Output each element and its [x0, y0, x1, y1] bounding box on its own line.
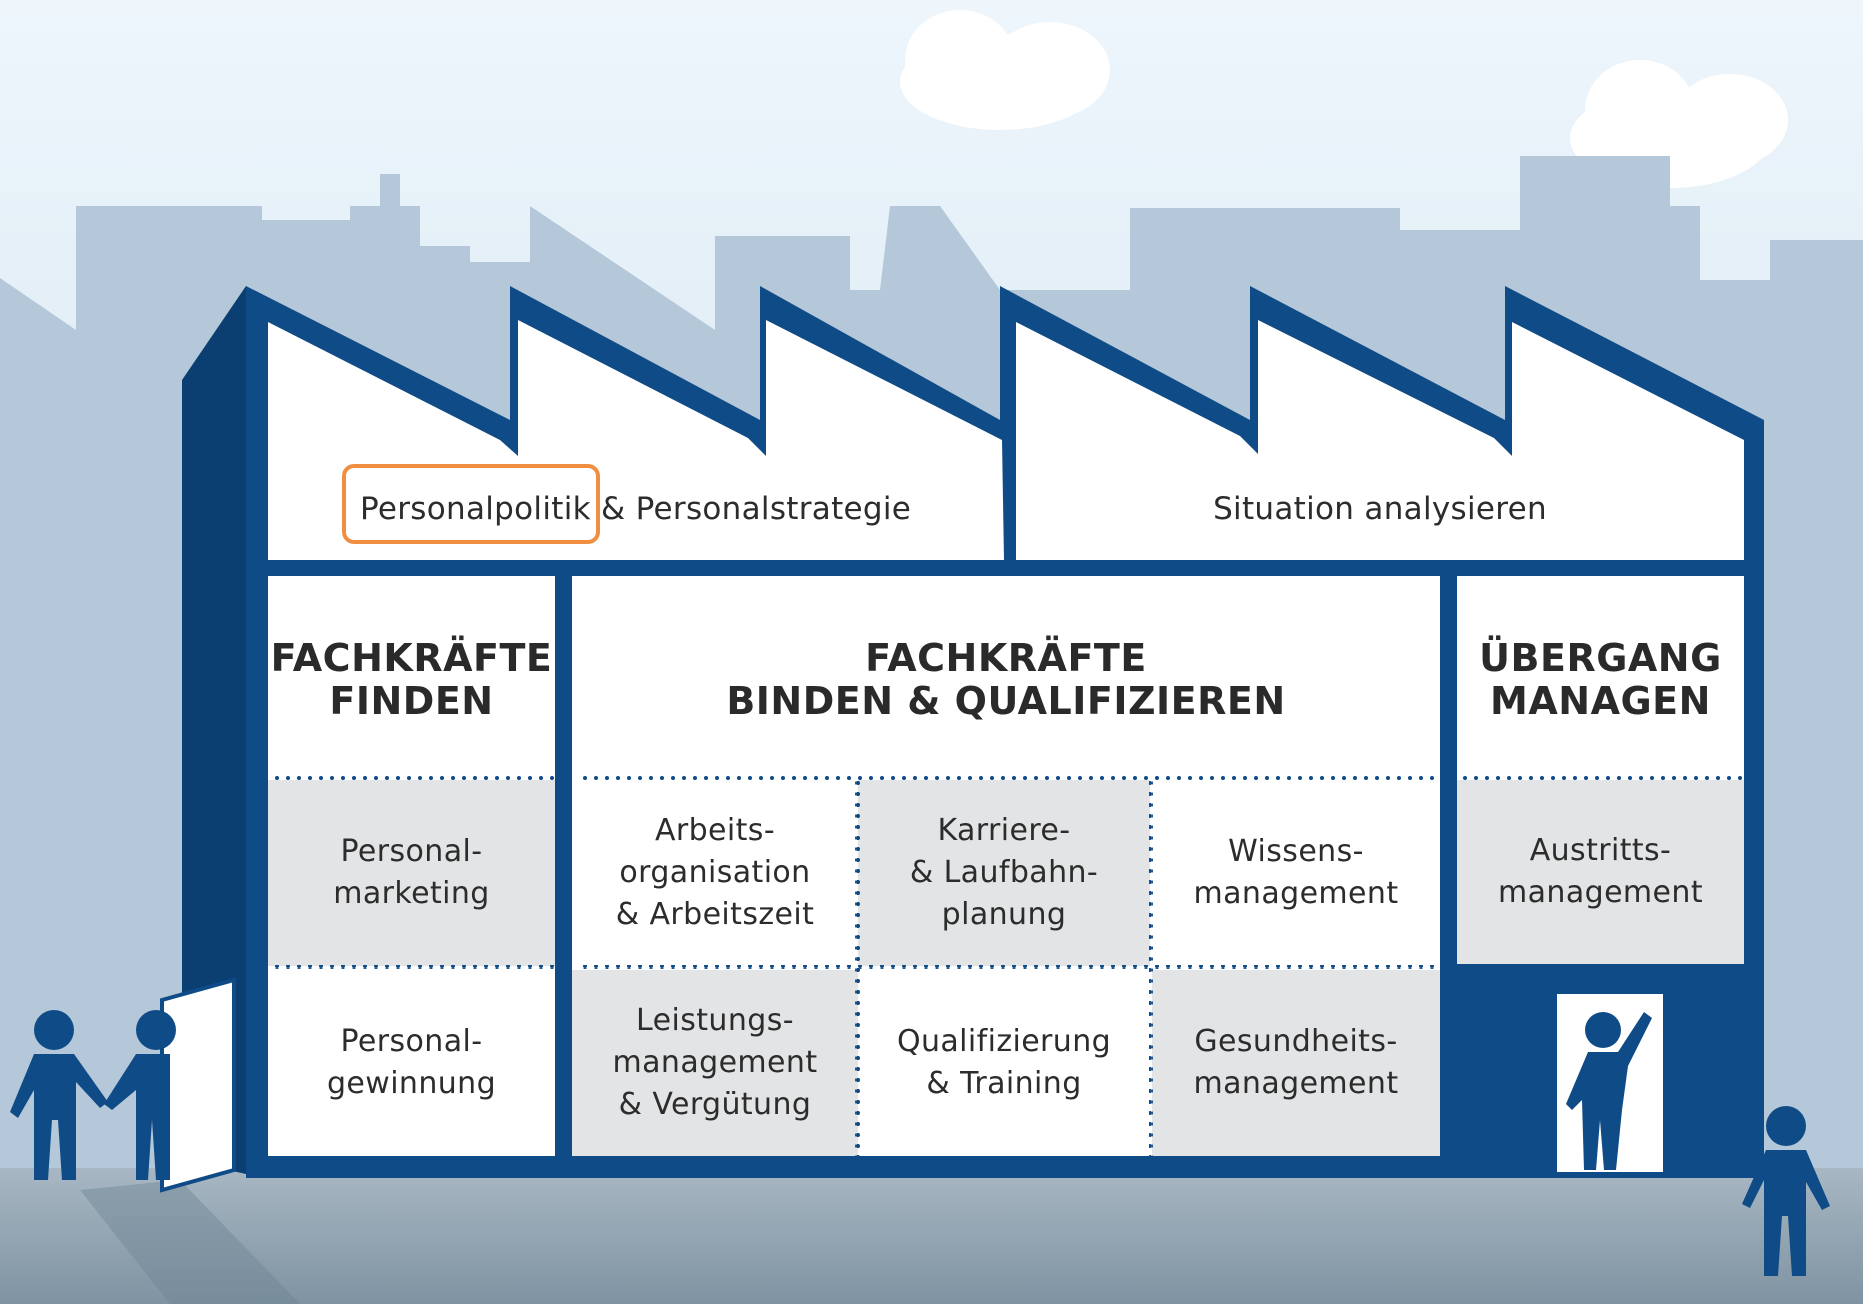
cell-leistungsmanagement: Leistungs- management & Vergütung	[612, 1003, 818, 1122]
cell-karriere: Karriere- & Laufbahn- planung	[909, 813, 1099, 932]
cell-arbeitsorganisation: Arbeits- organisation & Arbeitszeit	[615, 813, 815, 932]
roof-panel-right	[1016, 320, 1744, 560]
person-icon	[1566, 1012, 1652, 1170]
cloud-icon	[900, 10, 1110, 130]
heading-fachkraefte-finden: FACHKRÄFTE FINDEN	[270, 636, 553, 723]
cell-austrittsmanagement: Austritts- management	[1498, 833, 1703, 910]
roof-panel-left	[268, 320, 1004, 560]
person-icon	[104, 1010, 176, 1180]
cell-qualifizierung: Qualifizierung & Training	[896, 1024, 1112, 1101]
heading-fachkraefte-binden: FACHKRÄFTE BINDEN & QUALIFIZIEREN	[726, 636, 1286, 723]
cell-wissensmanagement: Wissens- management	[1193, 834, 1399, 911]
ground	[0, 1168, 1863, 1304]
cell-personalmarketing: Personal- marketing	[333, 834, 490, 911]
door-icon	[160, 977, 236, 1193]
heading-uebergang-managen: ÜBERGANG MANAGEN	[1479, 636, 1722, 723]
cell-personalgewinnung: Personal- gewinnung	[326, 1024, 497, 1101]
highlight-box	[342, 464, 600, 544]
cell-gesundheitsmanagement: Gesundheits- management	[1193, 1024, 1399, 1101]
roof-label-situation: Situation analysieren	[1213, 491, 1547, 527]
factory-side-wall	[182, 286, 246, 1174]
person-icon	[1742, 1106, 1830, 1276]
roof-label-personalpolitik: Personalpolitik & Personalstrategie	[360, 491, 912, 527]
person-icon	[10, 1010, 108, 1180]
